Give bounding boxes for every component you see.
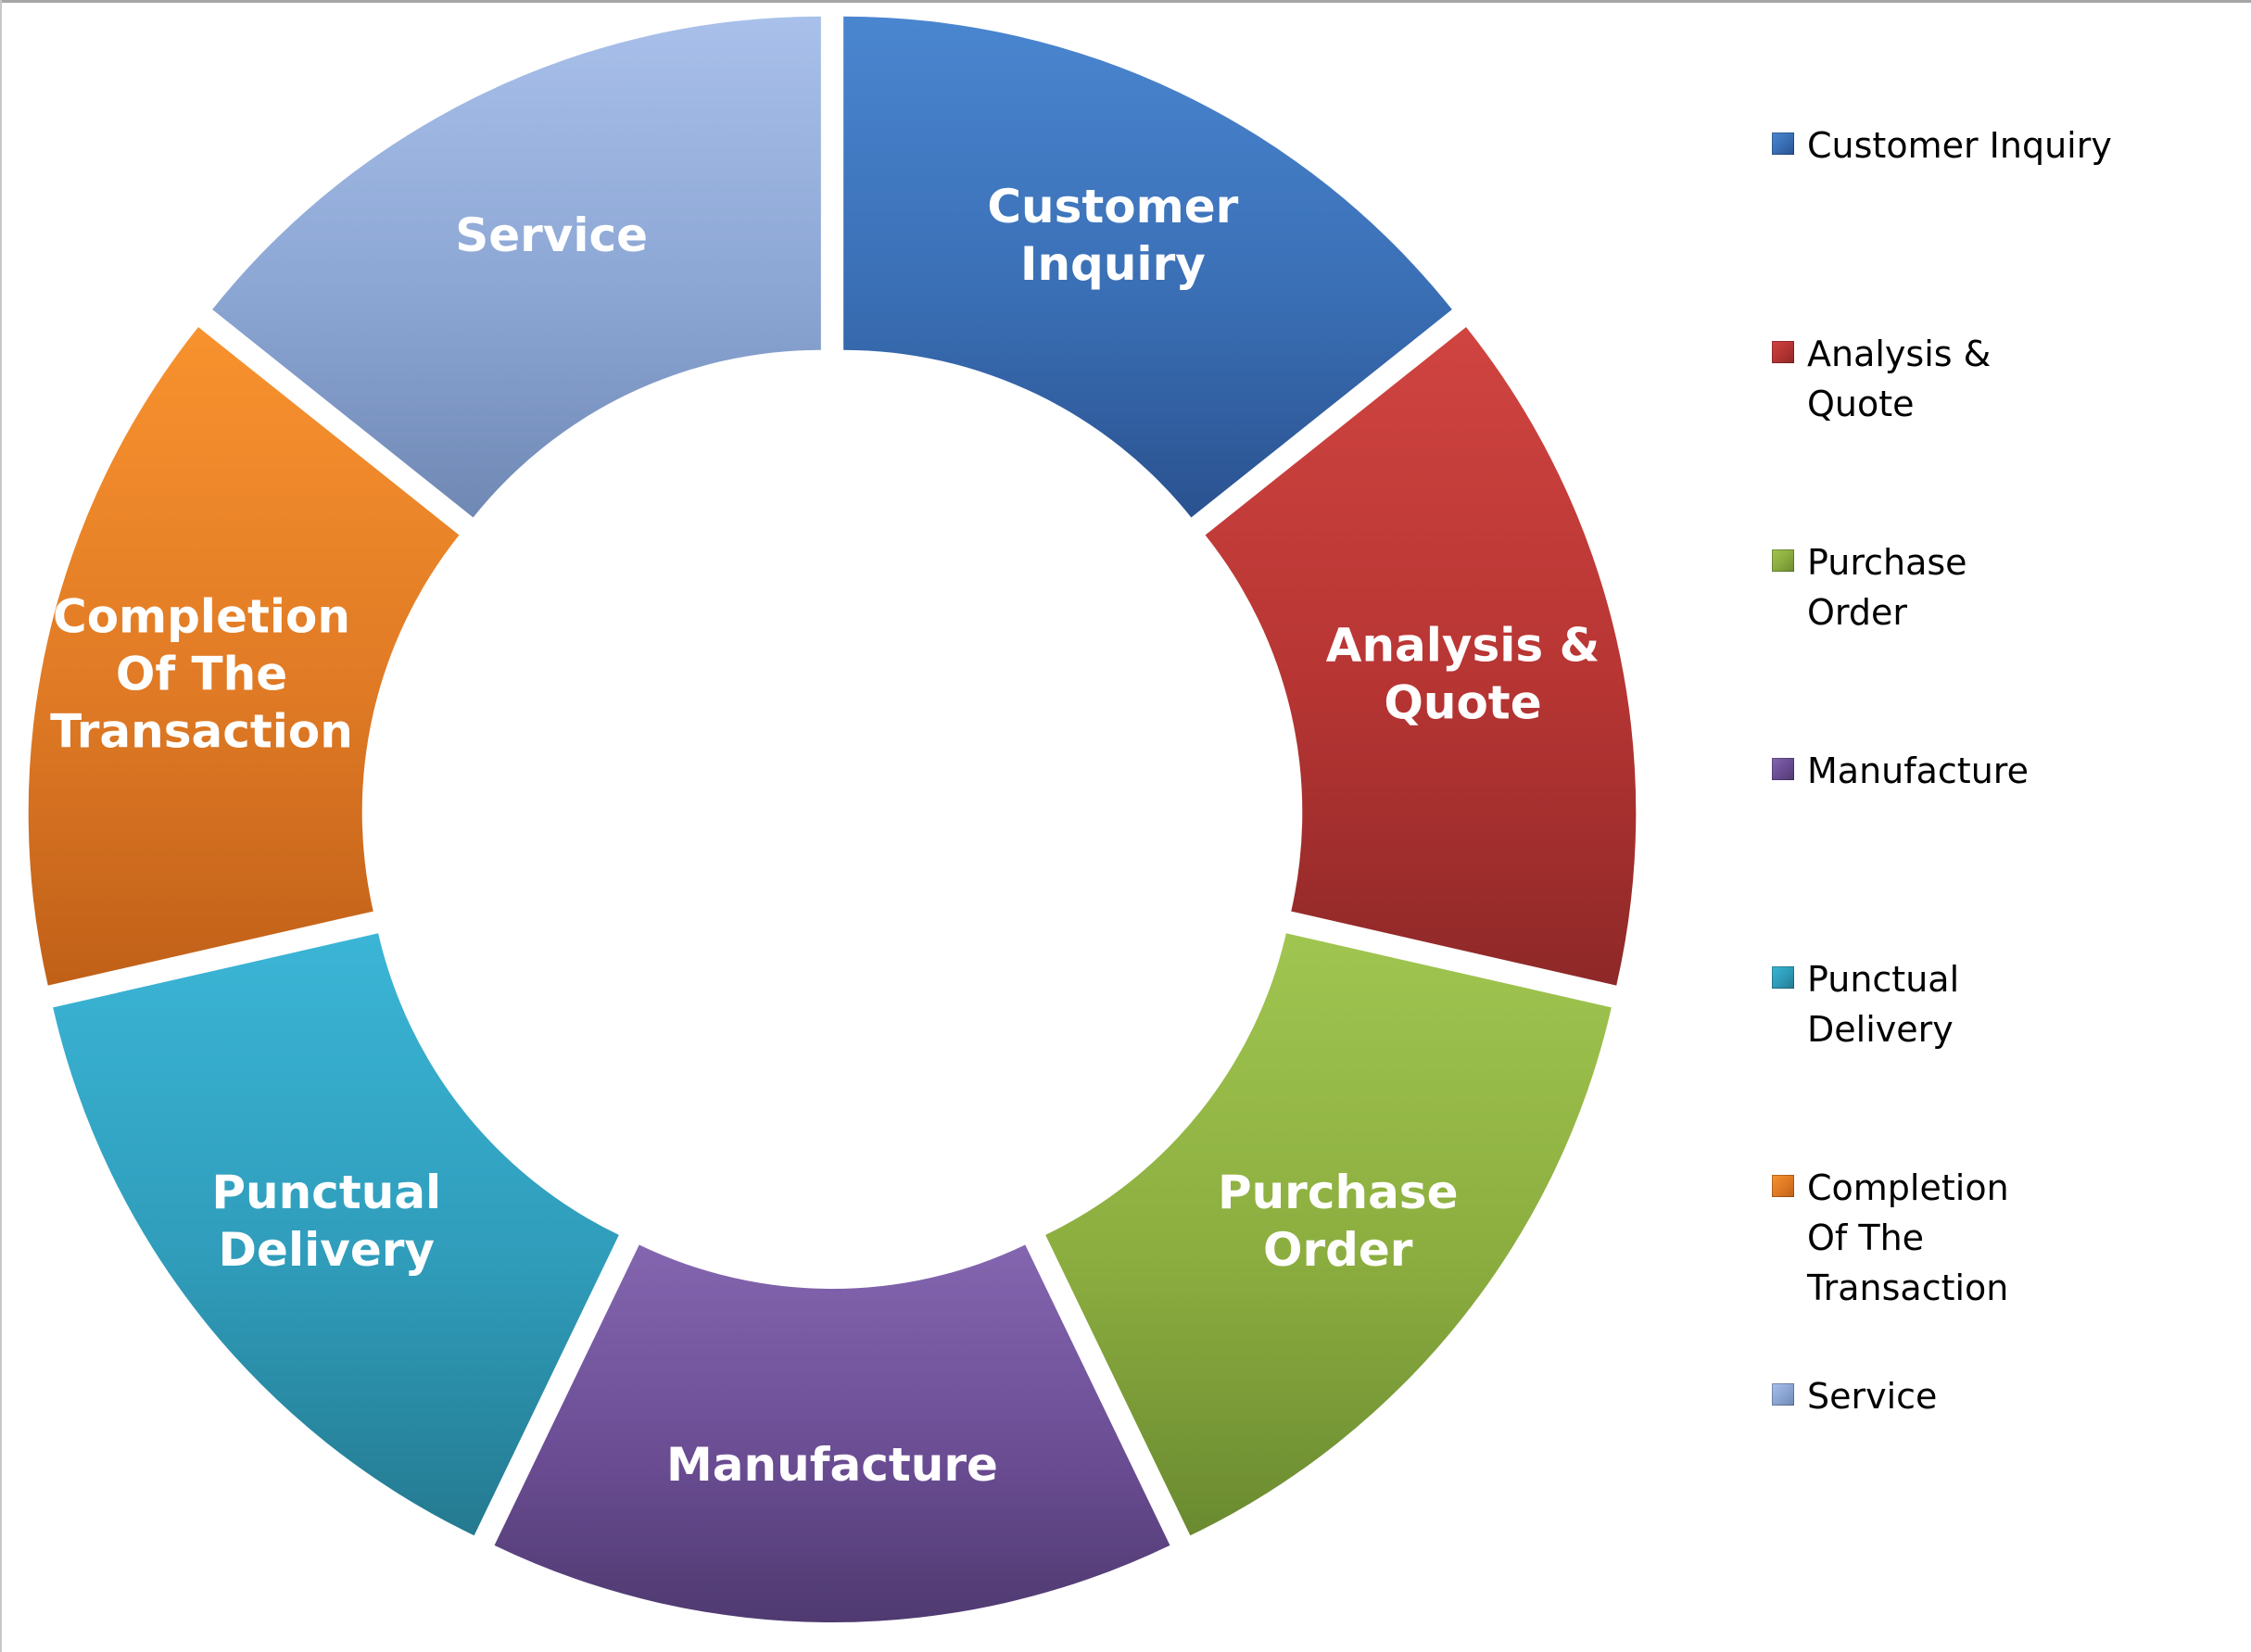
legend-item-customer-inquiry: Customer Inquiry bbox=[1772, 120, 2112, 170]
slice-label-line: Service bbox=[455, 208, 648, 262]
legend-item-service: Service bbox=[1772, 1371, 1937, 1421]
legend-label: Service bbox=[1807, 1376, 1938, 1417]
frame-top-border bbox=[0, 0, 2251, 3]
slice-label-analysis-and-quote: Analysis &Quote bbox=[1326, 619, 1600, 730]
slice-label-line: Inquiry bbox=[1020, 237, 1206, 291]
slice-label-line: Order bbox=[1263, 1223, 1413, 1277]
legend-swatch-icon bbox=[1772, 1383, 1794, 1406]
slice-label-line: Transaction bbox=[50, 705, 353, 759]
slice-service bbox=[212, 16, 821, 518]
legend-swatch-icon bbox=[1772, 549, 1794, 572]
legend-item-completion-of-the-transaction: Completion Of The Transaction bbox=[1772, 1163, 2009, 1313]
legend-item-analysis-and-quote: Analysis & Quote bbox=[1772, 329, 1991, 429]
slice-label-line: Purchase bbox=[1218, 1166, 1459, 1219]
legend-label: Customer Inquiry bbox=[1807, 125, 2112, 166]
slice-label-line: Delivery bbox=[219, 1223, 435, 1277]
legend-swatch-icon bbox=[1772, 966, 1794, 989]
legend-label: Purchase Order bbox=[1807, 542, 1967, 633]
slice-label-line: Punctual bbox=[211, 1166, 441, 1219]
slice-label-manufacture: Manufacture bbox=[666, 1438, 998, 1492]
legend-swatch-icon bbox=[1772, 341, 1794, 363]
slice-manufacture bbox=[494, 1244, 1170, 1622]
slice-analysis-and-quote bbox=[1205, 327, 1637, 986]
slice-label-service: Service bbox=[455, 208, 648, 262]
slice-label-line: Quote bbox=[1384, 676, 1541, 730]
legend-swatch-icon bbox=[1772, 758, 1794, 780]
slice-label-line: Manufacture bbox=[666, 1438, 998, 1492]
legend-item-punctual-delivery: Punctual Delivery bbox=[1772, 954, 1959, 1054]
legend-label: Manufacture bbox=[1807, 750, 2029, 791]
slice-punctual-delivery bbox=[53, 933, 619, 1536]
slice-label-line: Customer bbox=[987, 180, 1238, 233]
legend-swatch-icon bbox=[1772, 132, 1794, 155]
slice-completion-of-the-transaction bbox=[28, 327, 460, 986]
legend-item-manufacture: Manufacture bbox=[1772, 746, 2029, 796]
legend-label: Analysis & Quote bbox=[1807, 334, 1992, 424]
legend-label: Completion Of The Transaction bbox=[1807, 1167, 2009, 1308]
legend-swatch-icon bbox=[1772, 1175, 1794, 1197]
slice-label-line: Analysis & bbox=[1326, 619, 1600, 673]
slice-label-line: Completion bbox=[53, 590, 350, 644]
legend-item-purchase-order: Purchase Order bbox=[1772, 537, 1967, 637]
slice-customer-inquiry bbox=[843, 16, 1452, 518]
slice-purchase-order bbox=[1045, 933, 1612, 1536]
frame-left-border bbox=[0, 0, 2, 1652]
slice-label-line: Of The bbox=[116, 648, 287, 701]
legend-label: Punctual Delivery bbox=[1807, 959, 1960, 1050]
slices-group bbox=[28, 16, 1637, 1622]
